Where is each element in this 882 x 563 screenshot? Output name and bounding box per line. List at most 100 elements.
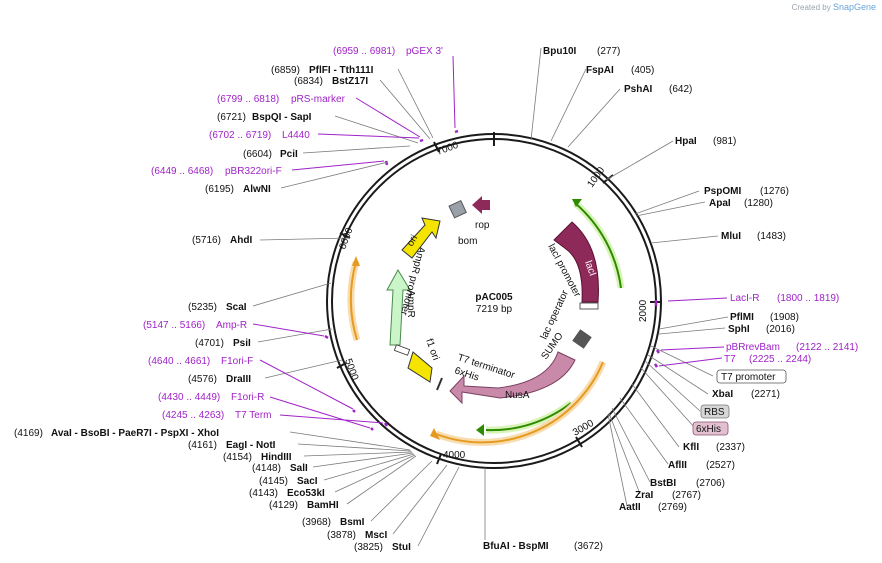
feature-RBS-label: RBS <box>704 407 725 418</box>
site-SphI[interactable]: SphI <box>728 324 750 335</box>
orange-arc-left[interactable] <box>349 261 358 341</box>
AmpR-promoter-box[interactable] <box>393 344 411 356</box>
arrowhead <box>476 424 484 436</box>
primer-T7[interactable]: T7 <box>724 354 736 365</box>
primer-F1ori-F[interactable]: F1ori-F <box>221 356 253 367</box>
primer-range: (2122 .. 2141) <box>796 342 858 353</box>
site-FspAI[interactable]: FspAI <box>586 65 614 76</box>
site-AlwNI[interactable]: AlwNI <box>243 184 271 195</box>
site-SalI[interactable]: SalI <box>290 463 308 474</box>
site-DraIII[interactable]: DraIII <box>226 374 251 385</box>
site-pos: (4143) <box>249 488 278 499</box>
credit-prefix: Created by <box>791 3 831 12</box>
site-PspOMI[interactable]: PspOMI <box>704 186 741 197</box>
site-PflMI[interactable]: PflMI <box>730 312 754 323</box>
site-Eco53kI[interactable]: Eco53kI <box>287 488 325 499</box>
primer-range: (6799 .. 6818) <box>217 94 279 105</box>
snapgene-credit: Created by SnapGene <box>792 2 876 12</box>
primer-range: (5147 .. 5166) <box>143 320 205 331</box>
site-KflI[interactable]: KflI <box>683 442 699 453</box>
feature-box-6xHis[interactable] <box>692 421 729 436</box>
site-pos: (4148) <box>252 463 281 474</box>
site-SacI[interactable]: SacI <box>297 476 318 487</box>
site-PciI[interactable]: PciI <box>280 149 298 160</box>
ori-feature[interactable] <box>401 217 441 259</box>
feature-box-RBS[interactable] <box>700 404 730 419</box>
site-MscI[interactable]: MscI <box>365 530 387 541</box>
NusA-label: NusA <box>505 390 530 401</box>
feature-6xHis-label: 6xHis <box>696 424 721 435</box>
site-AvaI-group[interactable]: AvaI - BsoBI - PaeR7I - PspXI - XhoI <box>51 428 219 439</box>
arrowhead <box>572 199 582 207</box>
site-PflFI-Tth111I[interactable]: PflFI - Tth111I <box>309 65 374 76</box>
site-EagI-NotI[interactable]: EagI - NotI <box>226 440 276 451</box>
site-HpaI[interactable]: HpaI <box>675 136 697 147</box>
site-pos: (6604) <box>243 149 272 160</box>
site-BamHI[interactable]: BamHI <box>307 500 339 511</box>
feature-box-T7-promoter[interactable] <box>716 369 787 384</box>
site-BstZ17I[interactable]: BstZ17I <box>332 76 368 87</box>
lacI-feature[interactable] <box>553 221 599 303</box>
snapgene-logo: SnapGene <box>832 2 876 12</box>
primer-F1ori-R[interactable]: F1ori-R <box>231 392 264 403</box>
tick-5000: 5000 <box>342 357 360 382</box>
primer-range: (4430 .. 4449) <box>158 392 220 403</box>
primer-pBR322ori-F[interactable]: pBR322ori-F <box>225 166 282 177</box>
site-HindIII[interactable]: HindIII <box>261 452 292 463</box>
site-pos: (3878) <box>327 530 356 541</box>
plasmid-name: pAC005 <box>475 292 513 303</box>
bom-feature[interactable] <box>448 199 467 219</box>
site-pos: (4576) <box>188 374 217 385</box>
T7-arc[interactable] <box>485 402 572 432</box>
site-BstBI[interactable]: BstBI <box>650 478 676 489</box>
site-pos: (2337) <box>716 442 745 453</box>
site-pos: (1908) <box>770 312 799 323</box>
site-ApaI[interactable]: ApaI <box>709 198 731 209</box>
site-pos: (2016) <box>766 324 795 335</box>
primer-pRS-marker[interactable]: pRS-marker <box>291 94 346 105</box>
tick-2000: 2000 <box>638 299 649 322</box>
rop-feature[interactable] <box>472 196 490 214</box>
site-pos: (405) <box>631 65 654 76</box>
site-pos: (3825) <box>354 542 383 553</box>
site-BsmI[interactable]: BsmI <box>340 517 365 528</box>
site-MluI[interactable]: MluI <box>721 231 741 242</box>
primer-T7-Term[interactable]: T7 Term <box>235 410 272 421</box>
site-pos: (4161) <box>188 440 217 451</box>
site-AhdI[interactable]: AhdI <box>230 235 252 246</box>
primer-pGEX3[interactable]: pGEX 3' <box>406 46 443 57</box>
primer-L4440[interactable]: L4440 <box>282 130 310 141</box>
sumo-block[interactable] <box>572 329 592 349</box>
lacI-promoter-arc[interactable] <box>574 202 622 289</box>
primer-Amp-R[interactable]: Amp-R <box>216 320 247 331</box>
site-XbaI[interactable]: XbaI <box>712 389 733 400</box>
orange-arc-bottom[interactable] <box>435 361 604 444</box>
site-pos: (2706) <box>696 478 725 489</box>
site-AflII[interactable]: AflII <box>668 460 687 471</box>
site-StuI[interactable]: StuI <box>392 542 411 553</box>
site-PshAI[interactable]: PshAI <box>624 84 653 95</box>
left-leaders <box>252 68 460 547</box>
site-ZraI[interactable]: ZraI <box>635 490 654 501</box>
site-AatII[interactable]: AatII <box>619 502 641 513</box>
lacI-promoter-box[interactable] <box>579 302 599 310</box>
site-BfuAI-BspMI[interactable]: BfuAI - BspMI <box>483 541 549 552</box>
site-pos: (1483) <box>757 231 786 242</box>
f1-ori-feature[interactable] <box>407 351 433 383</box>
primer-pBRrevBam[interactable]: pBRrevBam <box>726 342 780 353</box>
site-ScaI[interactable]: ScaI <box>226 302 247 313</box>
primer-LacI-R[interactable]: LacI-R <box>730 293 759 304</box>
site-PsiI[interactable]: PsiI <box>233 338 251 349</box>
NusA-feature[interactable] <box>449 351 576 405</box>
left-site-labels: (6859) PflFI - Tth111I (6834) BstZ17I (6… <box>14 65 411 553</box>
site-BspQI-SapI[interactable]: BspQI - SapI <box>252 112 312 123</box>
AmpR-feature[interactable] <box>386 268 411 346</box>
site-pos: (1280) <box>744 198 773 209</box>
T7-terminator-mark <box>436 377 443 391</box>
site-pos: (642) <box>669 84 692 95</box>
feature-T7-promoter-label: T7 promoter <box>721 372 776 383</box>
site-pos: (4701) <box>195 338 224 349</box>
site-pos: (277) <box>597 46 620 57</box>
primer-range: (6449 .. 6468) <box>151 166 213 177</box>
site-Bpu10I[interactable]: Bpu10I <box>543 46 577 57</box>
